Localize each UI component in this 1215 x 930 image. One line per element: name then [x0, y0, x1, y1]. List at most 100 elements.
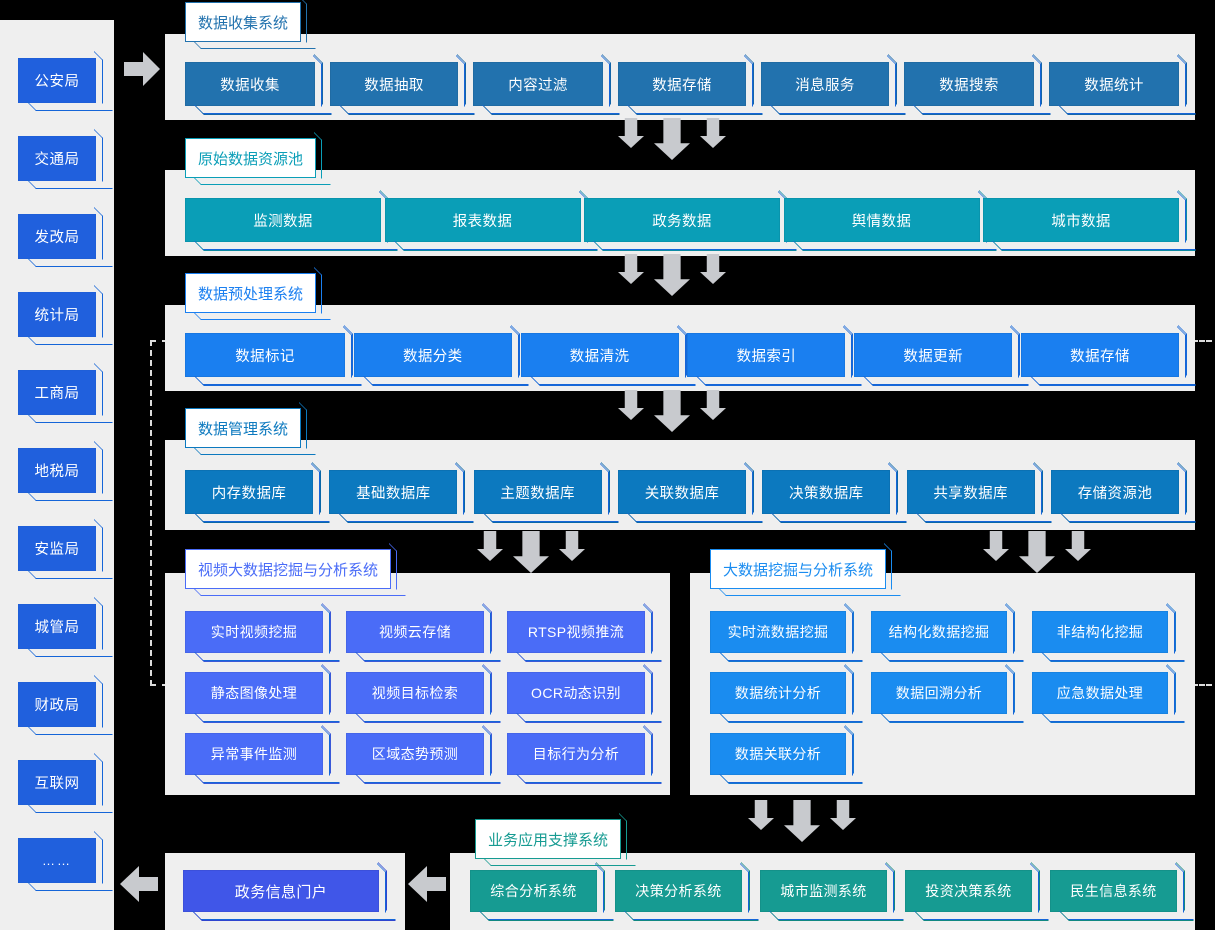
node-box-bottom-face — [195, 242, 398, 251]
down-arrow-icon — [618, 118, 644, 148]
node-box-side-face — [1178, 54, 1187, 105]
node-box[interactable]: 决策分析系统 — [615, 862, 759, 921]
node-box[interactable]: 数据关联分析 — [710, 725, 863, 784]
sidebar-item-label: 发改局 — [34, 230, 80, 246]
node-box[interactable]: 应急数据处理 — [1032, 664, 1185, 723]
section-panel-collect: 数据收集数据抽取内容过滤数据存储 消息服务 数据搜索数据统计 — [165, 34, 1196, 120]
node-box[interactable]: 综合分析系统 — [470, 862, 614, 921]
node-box[interactable]: 数据更新 — [854, 325, 1030, 386]
sidebar-item-10[interactable]: 互联网 — [18, 760, 96, 805]
node-box[interactable]: 实时流数据挖掘 — [710, 603, 863, 662]
mining-grid: 实时流数据挖掘 结构化数据挖掘非结构化挖掘数据统计分析 数据回溯分析应急数据处理数据… — [710, 603, 1185, 784]
section-tab: 原始数据资源池 — [185, 138, 317, 178]
node-box[interactable]: 数据抽取 — [330, 54, 475, 115]
node-box[interactable]: 数据存储 — [618, 54, 763, 115]
node-box-bottom-face — [1042, 653, 1185, 662]
sidebar-item-4[interactable]: 统计局 — [18, 292, 96, 337]
node-box-side-face — [1011, 325, 1021, 376]
node-box[interactable]: 数据存储 — [1020, 325, 1196, 386]
node-box[interactable]: 静态图像处理 — [185, 664, 340, 723]
node-box[interactable]: 数据统计 — [1049, 54, 1196, 115]
node-label: 数据统计分析 — [734, 685, 822, 701]
node-box[interactable]: 数据分类 — [353, 325, 529, 386]
node-box[interactable]: 目标行为分析 — [507, 725, 662, 784]
node-box[interactable]: 主题数据库 — [473, 462, 619, 523]
node-box[interactable]: 实时视频挖掘 — [185, 603, 340, 662]
node-label: 实时流数据挖掘 — [727, 624, 829, 640]
node-box[interactable]: 政务数据 — [584, 190, 797, 251]
down-arrow-icon — [654, 118, 690, 160]
node-box[interactable]: 存储资源池 — [1050, 462, 1196, 523]
node-box[interactable]: 异常事件监测 — [185, 725, 340, 784]
sidebar-item-label: 工商局 — [34, 386, 80, 402]
section-tab-label: 数据预处理系统 — [198, 285, 304, 303]
node-box-bottom-face — [517, 775, 662, 784]
down-arrow-icon — [784, 800, 820, 842]
node-box[interactable]: 基础数据库 — [329, 462, 475, 523]
node-box[interactable]: 视频云存储 — [346, 603, 501, 662]
node-box[interactable]: 数据清洗 — [520, 325, 696, 386]
node-box[interactable]: 城市监测系统 — [760, 862, 904, 921]
node-box[interactable]: 共享数据库 — [906, 462, 1052, 523]
sidebar-item-1[interactable]: 公安局 — [18, 58, 96, 103]
node-box[interactable]: 数据标记 — [185, 325, 362, 386]
node-box[interactable]: 数据收集 — [185, 54, 332, 115]
sidebar-item-9[interactable]: 财政局 — [18, 682, 96, 727]
node-label: 共享数据库 — [933, 485, 1008, 502]
sidebar-item-label: …… — [42, 853, 72, 868]
node-box-bottom-face — [1060, 514, 1196, 523]
node-box-bottom-face — [340, 106, 475, 115]
node-box-side-face — [1006, 603, 1015, 652]
node-box[interactable]: 监测数据 — [185, 190, 398, 251]
node-box[interactable]: 非结构化挖掘 — [1032, 603, 1185, 662]
node-box[interactable]: 内容过滤 — [473, 54, 620, 115]
section-panel-raw-pool: 监测数据报表数据政务数据舆情数据城市数据 — [165, 170, 1196, 256]
node-box[interactable]: 数据回溯分析 — [871, 664, 1024, 723]
node-box[interactable]: 民生信息系统 — [1050, 862, 1194, 921]
node-box[interactable]: 投资决策系统 — [905, 862, 1049, 921]
node-box[interactable]: 区域态势预测 — [346, 725, 501, 784]
section-row: 数据收集数据抽取内容过滤数据存储 消息服务 数据搜索数据统计 — [185, 54, 1196, 115]
node-box[interactable]: 消息服务 — [761, 54, 906, 115]
down-arrow-icon — [983, 531, 1009, 561]
flow-arrow-cluster — [618, 254, 726, 296]
node-box-bottom-face — [195, 775, 340, 784]
section-tab-label: 数据收集系统 — [198, 14, 289, 32]
sidebar-item-3[interactable]: 发改局 — [18, 214, 96, 259]
node-box-side-face — [456, 462, 466, 513]
node-box[interactable]: 内存数据库 — [185, 462, 330, 523]
node-label: 数据清洗 — [569, 348, 630, 365]
node-box[interactable]: 数据索引 — [687, 325, 863, 386]
node-box-bottom-face — [720, 775, 863, 784]
node-box[interactable]: 城市数据 — [983, 190, 1196, 251]
sidebar-item-6[interactable]: 地税局 — [18, 448, 96, 493]
node-label: 消息服务 — [795, 77, 855, 94]
sidebar-item-7[interactable]: 安监局 — [18, 526, 96, 571]
mining-row: 实时流数据挖掘 结构化数据挖掘非结构化挖掘 — [710, 603, 1185, 662]
node-box[interactable]: 关联数据库 — [617, 462, 763, 523]
node-label: OCR动态识别 — [531, 685, 621, 701]
sidebar-item-8[interactable]: 城管局 — [18, 604, 96, 649]
node-box[interactable]: 报表数据 — [384, 190, 598, 251]
node-box[interactable]: OCR动态识别 — [507, 664, 662, 723]
node-box[interactable]: 数据统计分析 — [710, 664, 863, 723]
node-box[interactable]: 视频目标检索 — [346, 664, 501, 723]
node-label: 区域态势预测 — [371, 746, 459, 762]
sidebar-item-2[interactable]: 交通局 — [18, 136, 96, 181]
node-box-side-face — [644, 603, 653, 652]
node-box[interactable]: 舆情数据 — [783, 190, 997, 251]
node-box[interactable]: 结构化数据挖掘 — [871, 603, 1024, 662]
node-box[interactable]: 决策数据库 — [762, 462, 908, 523]
sidebar-item-11[interactable]: …… — [18, 838, 96, 883]
node-box-side-face — [644, 664, 653, 713]
node-box-side-face — [741, 862, 750, 911]
node-box[interactable]: RTSP视频推流 — [507, 603, 662, 662]
node-box[interactable]: 政务信息门户 — [183, 862, 396, 921]
node-label: 数据标记 — [235, 348, 295, 365]
down-arrow-icon — [748, 800, 774, 830]
down-arrow-icon — [654, 390, 690, 432]
node-box[interactable]: 数据搜索 — [904, 54, 1051, 115]
sidebar-item-5[interactable]: 工商局 — [18, 370, 96, 415]
